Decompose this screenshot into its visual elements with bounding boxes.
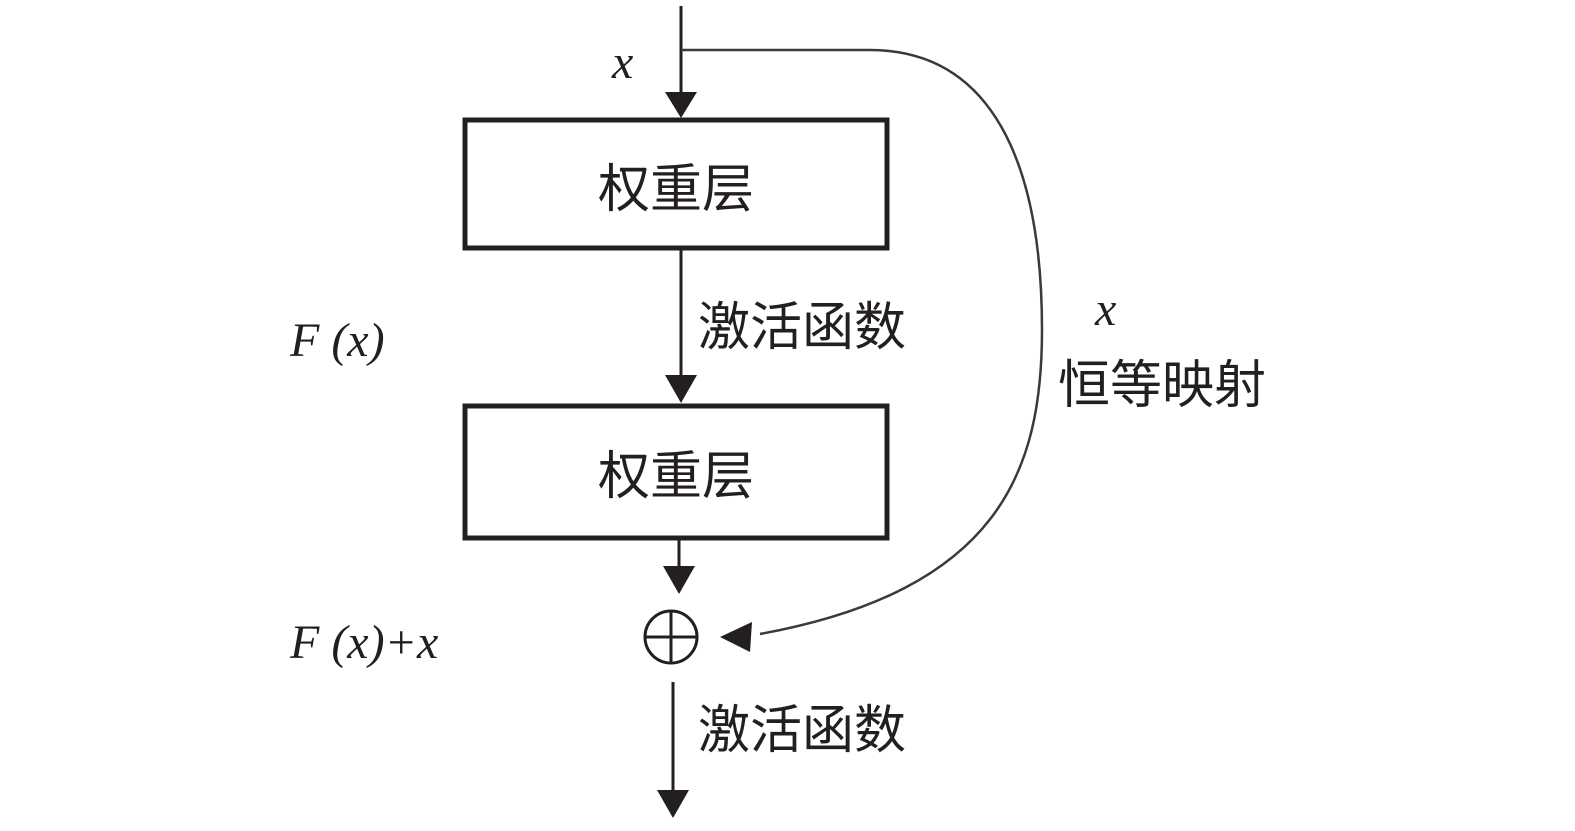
output-arrowhead: [657, 790, 689, 818]
sum-label: F (x)+x: [289, 616, 438, 669]
weight-layer-2: [462, 403, 890, 541]
residual-function-label: F (x): [289, 314, 385, 367]
identity-mapping-label: 恒等映射: [1058, 356, 1266, 416]
activation-1-label: 激活函数: [698, 298, 906, 358]
identity-shortcut-arrowhead: [720, 622, 752, 652]
weight-layer-1-label: 权重层: [598, 160, 754, 220]
weight-layer-1: [462, 117, 890, 251]
identity-shortcut-curve: [681, 48, 1044, 636]
shortcut-variable-label: x: [1094, 283, 1116, 336]
sum-input-arrowhead: [663, 566, 695, 594]
input-label: x: [611, 36, 633, 89]
activation-1-arrowhead: [665, 375, 697, 403]
input-arrowhead: [665, 92, 697, 118]
activation-2-label: 激活函数: [698, 701, 906, 761]
weight-layer-2-label: 权重层: [598, 447, 754, 507]
sum-node: [643, 609, 699, 665]
